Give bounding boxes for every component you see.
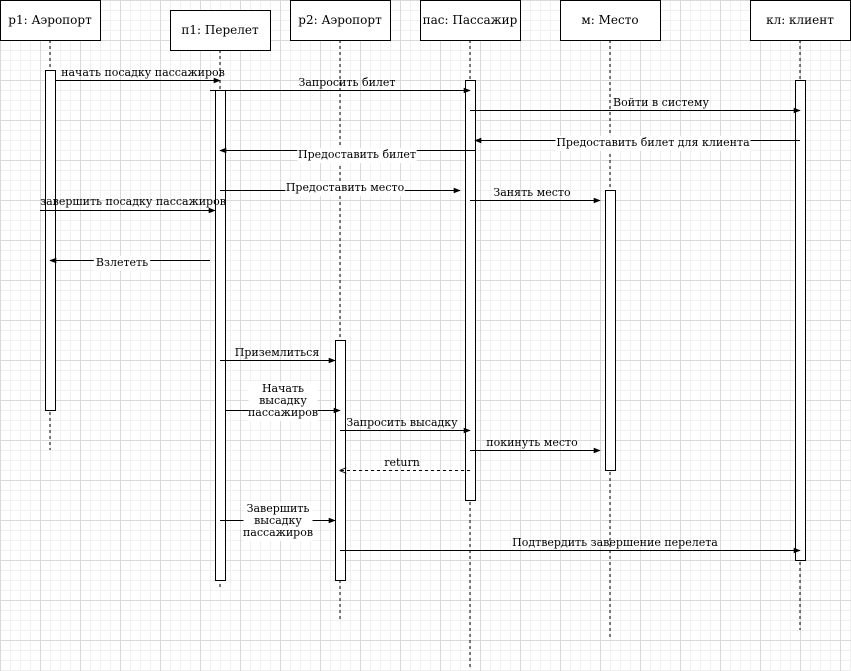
participant-box xyxy=(560,0,661,41)
participant-label: пас: Пассажир xyxy=(423,13,518,27)
message-label-line: Начать xyxy=(262,382,304,395)
message-label: Взлететь xyxy=(96,256,148,269)
participant-box xyxy=(290,0,391,41)
message-m5[interactable]: Предоставить билет xyxy=(219,147,475,163)
activation-p1 xyxy=(45,70,56,411)
activation-pas xyxy=(465,80,476,501)
message-m6[interactable]: Предоставить место xyxy=(220,181,461,196)
message-label-line: пассажиров xyxy=(243,526,313,539)
message-label: Предоставить место xyxy=(286,181,405,194)
message-label-line: Занять место xyxy=(493,186,571,199)
message-m14[interactable]: return xyxy=(340,456,470,471)
message-m10[interactable]: Приземлиться xyxy=(220,346,336,364)
message-label-line: Предоставить место xyxy=(286,181,405,194)
message-label: Запросить билет xyxy=(298,76,395,89)
activation-f1 xyxy=(215,90,226,581)
message-label-line: Взлететь xyxy=(96,256,148,269)
participant-box xyxy=(170,10,271,51)
message-label-line: покинуть место xyxy=(486,436,578,449)
message-m3[interactable]: Войти в систему xyxy=(470,96,801,114)
participant-kl[interactable]: кл: клиент xyxy=(750,0,851,41)
message-label: начать посадку пассажиров xyxy=(61,66,225,79)
activation-kl xyxy=(795,80,806,561)
message-label-line: Запросить высадку xyxy=(346,416,458,429)
message-m9[interactable]: Взлететь xyxy=(49,256,210,271)
message-label-line: пассажиров xyxy=(248,406,318,419)
message-label-line: Предоставить билет xyxy=(298,148,416,161)
participant-m[interactable]: м: Место xyxy=(560,0,661,41)
participant-p1[interactable]: p1: Аэропорт xyxy=(0,0,101,41)
participant-box xyxy=(0,0,101,41)
participant-p2[interactable]: p2: Аэропорт xyxy=(290,0,391,41)
message-label-line: высадку xyxy=(254,514,302,527)
participant-label: п1: Перелет xyxy=(181,23,259,37)
message-m8[interactable]: завершить посадку пассажиров xyxy=(40,195,226,214)
message-m1[interactable]: начать посадку пассажиров xyxy=(55,66,225,84)
participant-label: p2: Аэропорт xyxy=(298,13,382,27)
message-label: Запросить высадку xyxy=(346,416,458,429)
participant-pas[interactable]: пас: Пассажир xyxy=(420,0,521,41)
message-label-line: Завершить xyxy=(247,502,310,515)
message-label-bg xyxy=(285,181,405,196)
message-label-bg xyxy=(297,148,417,163)
activation-m xyxy=(605,190,616,471)
message-label-line: Войти в систему xyxy=(613,96,709,109)
participant-f1[interactable]: п1: Перелет xyxy=(170,10,271,51)
message-label: return xyxy=(384,456,420,469)
message-label: покинуть место xyxy=(486,436,578,449)
message-label-bg xyxy=(555,136,751,151)
participant-label: p1: Аэропорт xyxy=(8,13,92,27)
message-label-line: завершить посадку пассажиров xyxy=(40,195,226,208)
message-m4[interactable]: Предоставить билет для клиента xyxy=(474,136,800,151)
message-label-line: Предоставить билет для клиента xyxy=(556,136,750,149)
message-label-bg xyxy=(243,502,313,541)
message-m7[interactable]: Занять место xyxy=(470,186,601,204)
message-label: Занять место xyxy=(493,186,571,199)
message-label: Подтвердить завершение перелета xyxy=(512,536,718,549)
message-label-line: return xyxy=(384,456,420,469)
participant-label: м: Место xyxy=(581,13,638,27)
message-label-line: Запросить билет xyxy=(298,76,395,89)
message-label: Предоставить билет для клиента xyxy=(556,136,750,149)
message-label: Предоставить билет xyxy=(298,148,416,161)
message-m13[interactable]: покинуть место xyxy=(470,436,601,454)
participant-box xyxy=(420,0,521,41)
message-m2[interactable]: Запросить билет xyxy=(210,76,471,94)
message-m16[interactable]: Подтвердить завершение перелета xyxy=(340,536,801,554)
message-m12[interactable]: Запросить высадку xyxy=(340,416,471,434)
message-label-line: Подтвердить завершение перелета xyxy=(512,536,718,549)
activation-p2 xyxy=(335,340,346,581)
message-label-line: высадку xyxy=(259,394,307,407)
message-label: Войти в систему xyxy=(613,96,709,109)
message-label-line: начать посадку пассажиров xyxy=(61,66,225,79)
participant-box xyxy=(750,0,851,41)
message-label-bg xyxy=(93,256,151,271)
message-label: завершить посадку пассажиров xyxy=(40,195,226,208)
participant-label: кл: клиент xyxy=(766,13,834,27)
message-label: Приземлиться xyxy=(235,346,320,359)
message-label-line: Приземлиться xyxy=(235,346,320,359)
message-label-bg xyxy=(248,382,318,421)
